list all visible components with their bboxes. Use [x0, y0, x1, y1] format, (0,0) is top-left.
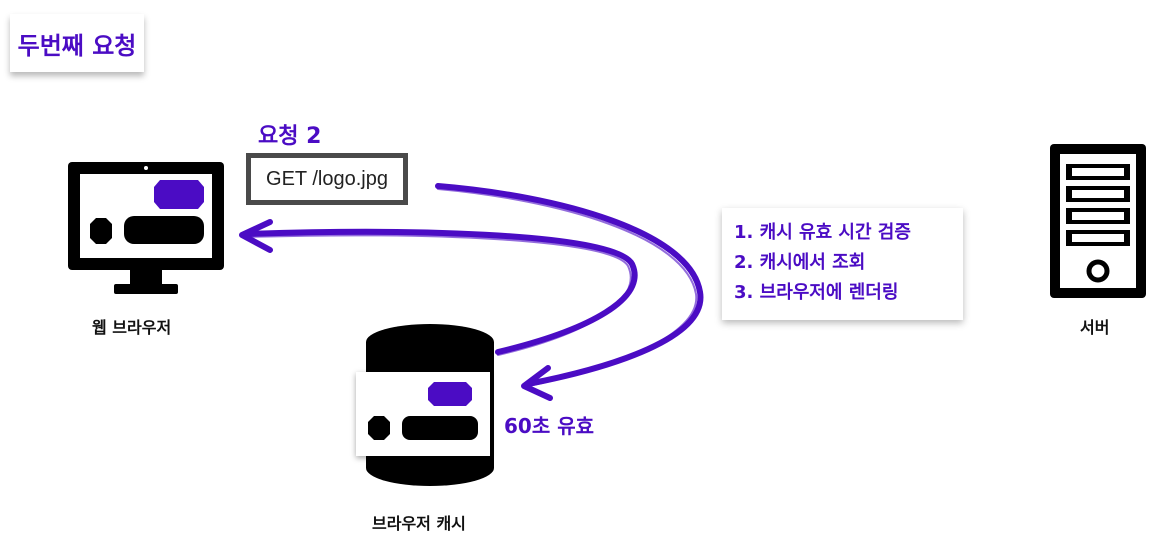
request-line: GET /logo.jpg	[266, 167, 388, 190]
server-icon	[1050, 144, 1146, 298]
steps-box: 1. 캐시 유효 시간 검증 2. 캐시에서 조회 3. 브라우저에 렌더링	[722, 208, 963, 320]
server-label: 서버	[1080, 318, 1110, 337]
cache-label: 브라우저 캐시	[372, 514, 466, 533]
title-box: 두번째 요청	[10, 14, 144, 72]
request-label: 요청 2	[258, 124, 322, 149]
browser-label: 웹 브라우저	[92, 318, 172, 337]
step-3: 3. 브라우저에 렌더링	[734, 282, 899, 303]
monitor-icon	[68, 162, 224, 294]
step-1: 1. 캐시 유효 시간 검증	[734, 222, 911, 243]
page-title: 두번째 요청	[17, 31, 137, 60]
step-2: 2. 캐시에서 조회	[734, 252, 866, 273]
request-box: GET /logo.jpg	[246, 153, 408, 205]
arrow-icon	[435, 183, 704, 401]
arrow-icon	[239, 219, 638, 356]
cache-ttl: 60초 유효	[504, 414, 594, 438]
database-icon	[356, 324, 494, 486]
